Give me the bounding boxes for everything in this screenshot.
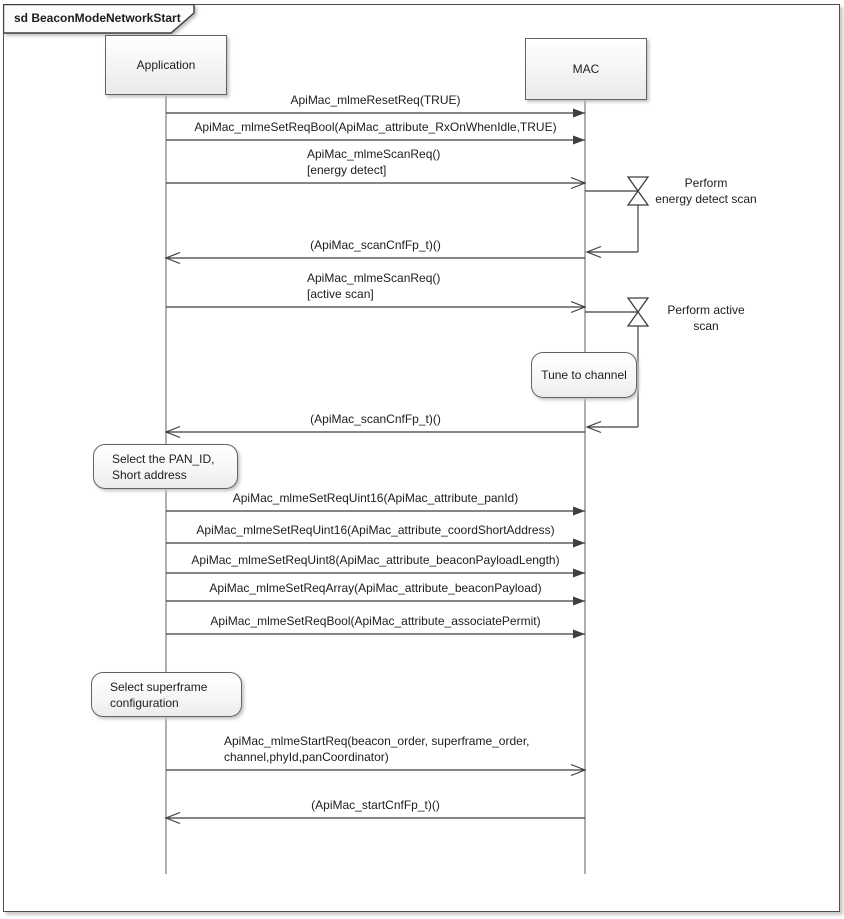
text-line: Perform active [667,303,745,317]
message-label: ApiMac_mlmeSetReqUint8(ApiMac_attribute_… [166,552,585,568]
text-line: ApiMac_mlmeSetReqUint16(ApiMac_attribute… [196,523,555,537]
message-label: ApiMac_mlmeSetReqArray(ApiMac_attribute_… [166,580,585,596]
text-line: scan [693,319,719,333]
lifeline-head-application: Application [105,35,227,95]
note: Select superframe configuration [91,672,242,717]
frame-tab: sd BeaconModeNetworkStart [3,4,195,34]
text-line: (ApiMac_startCnfFp_t)() [311,798,440,812]
text-line: Tune to channel [541,368,627,382]
text-line: Perform [684,176,728,190]
message-label: (ApiMac_scanCnfFp_t)() [166,237,585,253]
text-line: configuration [110,696,179,710]
lifeline-label: MAC [572,62,600,76]
text-line: Select the PAN_ID, [112,452,215,466]
message-label: ApiMac_mlmeResetReq(TRUE) [166,92,585,108]
message-label: ApiMac_mlmeSetReqBool(ApiMac_attribute_a… [166,613,585,629]
message-label: ApiMac_mlmeStartReq(beacon_order, superf… [224,733,529,765]
message-label: ApiMac_mlmeSetReqUint16(ApiMac_attribute… [166,522,585,538]
message-label: ApiMac_mlmeSetReqUint16(ApiMac_attribute… [166,490,585,506]
text-line: ApiMac_mlmeScanReq() [307,271,441,285]
text-line: Select superframe [110,680,208,694]
text-line: ApiMac_mlmeResetReq(TRUE) [290,93,461,107]
lifeline-label: Application [136,58,196,72]
text-line: ApiMac_mlmeSetReqUint8(ApiMac_attribute_… [191,553,560,567]
timer-label: Perform energy detect scan [616,175,796,207]
text-line: Short address [112,468,187,482]
text-line: (ApiMac_scanCnfFp_t)() [310,412,441,426]
message-label: ApiMac_mlmeScanReq() [active scan] [307,270,440,302]
message-label: ApiMac_mlmeSetReqBool(ApiMac_attribute_R… [166,119,585,135]
message-label: (ApiMac_startCnfFp_t)() [166,797,585,813]
note: Select the PAN_ID, Short address [93,444,238,489]
text-line: ApiMac_mlmeSetReqUint16(ApiMac_attribute… [232,491,519,505]
text-line: [active scan] [307,287,374,301]
text-line: energy detect scan [655,192,757,206]
frame-title: sd BeaconModeNetworkStart [14,11,181,25]
text-line: ApiMac_mlmeSetReqBool(ApiMac_attribute_a… [210,614,541,628]
text-line: ApiMac_mlmeSetReqBool(ApiMac_attribute_R… [194,120,557,134]
message-label: ApiMac_mlmeScanReq() [energy detect] [307,146,440,178]
text-line: ApiMac_mlmeStartReq(beacon_order, superf… [224,734,530,748]
diagram-frame [3,4,840,912]
message-label: (ApiMac_scanCnfFp_t)() [166,411,585,427]
text-line: (ApiMac_scanCnfFp_t)() [310,238,441,252]
note: Tune to channel [531,352,637,398]
text-line: ApiMac_mlmeScanReq() [307,147,441,161]
timer-label: Perform active scan [616,302,796,334]
text-line: ApiMac_mlmeSetReqArray(ApiMac_attribute_… [209,581,542,595]
text-line: channel,phyId,panCoordinator) [224,750,389,764]
lifeline-head-mac: MAC [525,38,647,100]
text-line: [energy detect] [307,163,387,177]
frame-tab-pentagon-icon [3,4,195,34]
